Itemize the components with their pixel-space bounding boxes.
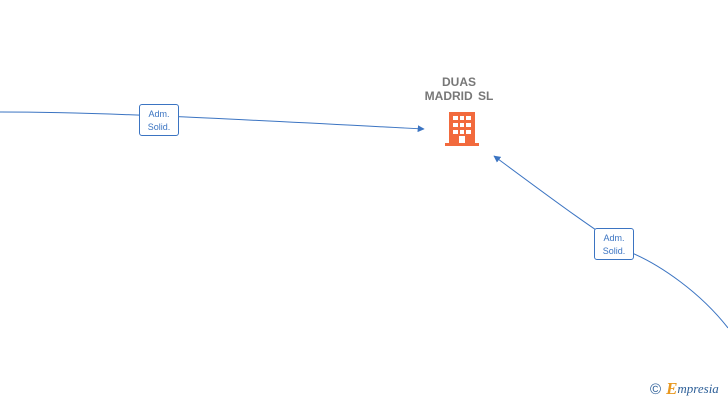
brand-name: mpresia: [677, 381, 719, 396]
copyright-icon: ©: [650, 380, 662, 398]
relation-role: Adm.: [148, 109, 170, 119]
building-icon[interactable]: [445, 111, 479, 147]
company-name-line2: MADRID SL: [424, 89, 494, 103]
brand-initial: E: [666, 379, 678, 398]
edge-left[interactable]: [0, 111, 425, 133]
relation-badge-right[interactable]: Adm. Solid.: [594, 228, 634, 260]
empresia-watermark[interactable]: © E mpresia: [650, 379, 719, 399]
relation-role-type: Solid.: [602, 246, 626, 256]
company-node-label[interactable]: DUAS MADRID SL: [399, 75, 519, 103]
relation-badge-left[interactable]: Adm. Solid.: [139, 104, 179, 136]
relation-role-type: Solid.: [147, 122, 171, 132]
relation-role: Adm.: [603, 233, 625, 243]
company-name-line1: DUAS: [441, 75, 476, 89]
